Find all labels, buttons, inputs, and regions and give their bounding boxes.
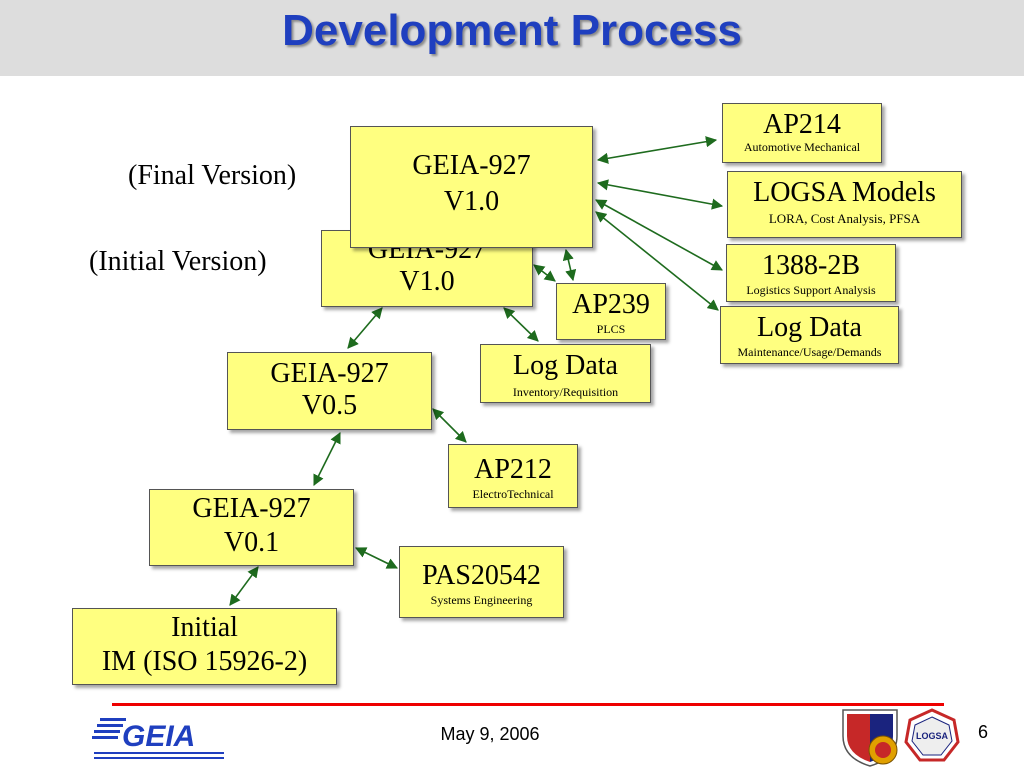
slide-title: Development Process [282,6,742,55]
box-title: AP212 [474,454,552,485]
box-title: GEIA-927 [270,358,389,389]
box-subtitle: Systems Engineering [430,593,533,607]
ap239-box: AP239 PLCS [556,283,666,340]
box-title: Log Data [757,312,862,343]
box-subtitle: Automotive Mechanical [743,140,861,154]
box-title: Initial [171,612,238,643]
box-subtitle: Logistics Support Analysis [746,283,876,297]
logsa-models-box: LOGSA Models LORA, Cost Analysis, PFSA [727,171,962,238]
arrow-final-1388 [595,199,723,271]
box-title: AP239 [572,289,650,320]
footer-date: May 9, 2006 [440,724,540,744]
box-title: 1388-2B [762,250,860,281]
final-version-label: (Final Version) [128,160,297,191]
geia-logo-text: GEIA [122,720,195,753]
box-subtitle: PLCS [596,322,626,336]
box-version: V0.1 [223,527,280,558]
pas20542-box: PAS20542 Systems Engineering [399,546,564,618]
box-subtitle: IM (ISO 15926-2) [101,646,308,677]
log-data-maintenance-box: Log Data Maintenance/Usage/Demands [720,306,899,364]
box-title: LOGSA Models [753,177,936,208]
box-title: GEIA-927 [412,150,531,181]
box-subtitle: Inventory/Requisition [512,385,619,399]
log-data-inventory-box: Log Data Inventory/Requisition [480,344,651,403]
box-version: V1.0 [399,266,455,297]
arrow-final-logsa [596,179,724,210]
army-shield-logo [842,709,898,767]
geia-logo: GEIA [92,718,224,759]
arrow-initial-v05 [347,307,383,349]
arrow-final-logdata-maint [595,211,719,311]
box-subtitle: Maintenance/Usage/Demands [737,345,882,359]
box-subtitle: LORA, Cost Analysis, PFSA [768,211,921,226]
title-bar [0,0,1024,76]
initial-version-label: (Initial Version) [89,246,267,277]
box-version: V0.5 [301,390,358,421]
arrow-final-ap214 [596,136,718,164]
arrow-v01-pas [354,547,399,569]
box-version: V1.0 [443,186,500,217]
footer-divider [112,703,944,706]
box-subtitle: ElectroTechnical [472,487,554,501]
arrow-initial-logdata-inv [503,307,539,342]
page-number: 6 [978,722,989,742]
logsa-logo: LOGSA [904,708,960,762]
geia-927-v01-box: GEIA-927 V0.1 [149,489,354,566]
arrow-v05-v01 [313,431,341,487]
arrow-final-ap239 [562,248,577,282]
1388-2b-box: 1388-2B Logistics Support Analysis [726,244,896,302]
arrow-v01-initial [229,566,259,606]
logsa-logo-text: LOGSA [916,731,949,741]
geia-927-v05-box: GEIA-927 V0.5 [227,352,432,430]
box-title: GEIA-927 [192,493,311,524]
ap212-box: AP212 ElectroTechnical [448,444,578,508]
box-title: PAS20542 [422,560,541,591]
box-title: AP214 [763,109,841,140]
ap214-box: AP214 Automotive Mechanical [722,103,882,163]
geia-927-v10-final-box: GEIA-927 V1.0 [350,126,593,248]
arrow-initial-ap239 [533,264,556,282]
arrow-v05-ap212 [432,408,467,443]
box-title: Log Data [513,350,618,381]
initial-im-box: Initial IM (ISO 15926-2) [72,608,337,685]
